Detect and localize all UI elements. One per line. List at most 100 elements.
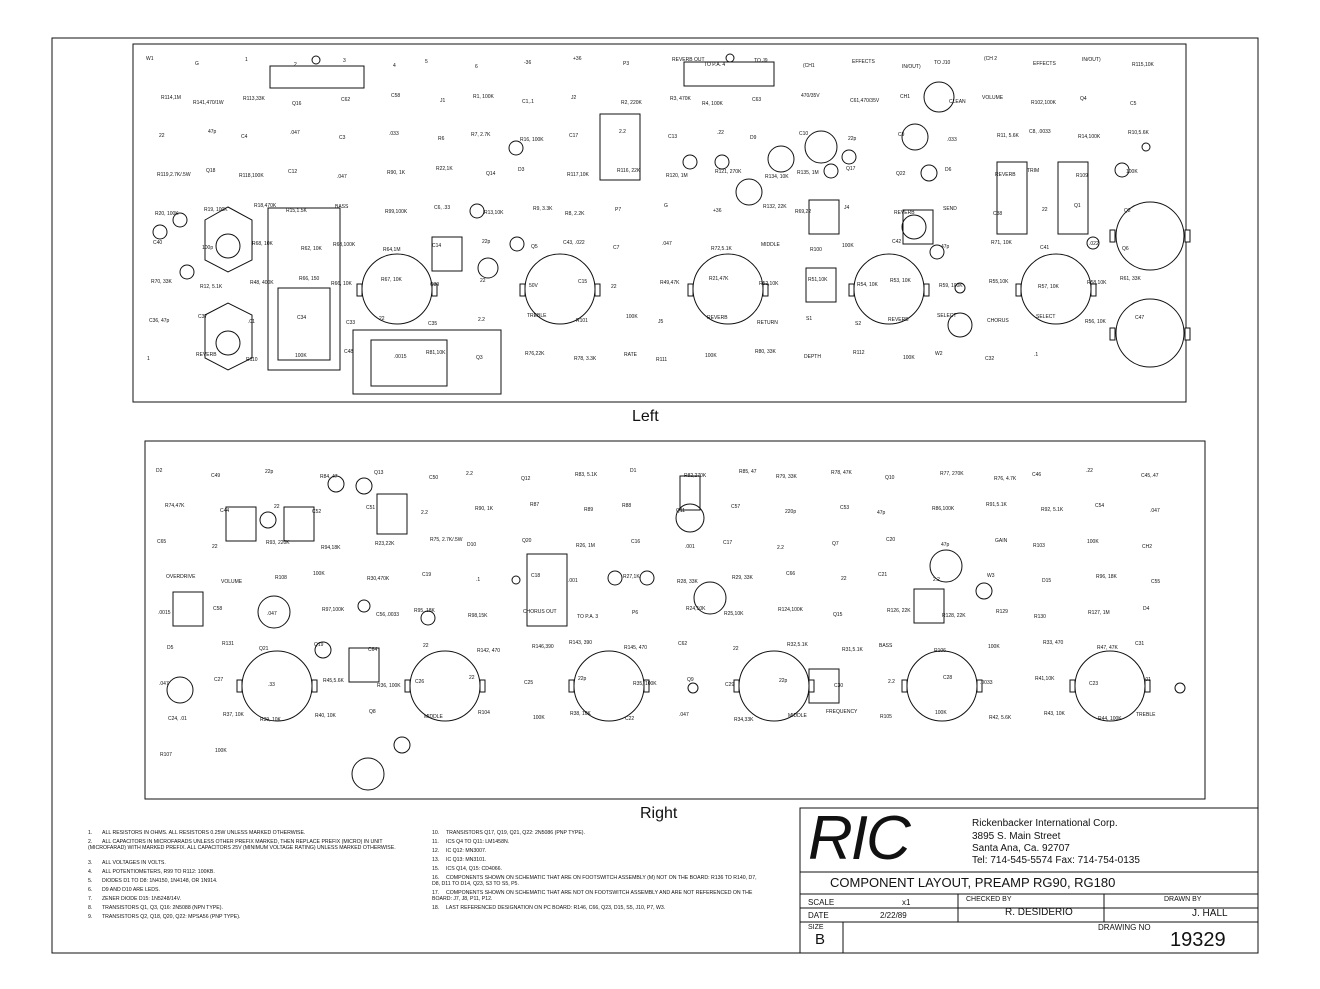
component-label: R101 (576, 318, 588, 324)
component-label: RATE (624, 352, 637, 358)
component-label: R64,1M (383, 247, 401, 253)
component-label: R53, 10K (890, 278, 911, 284)
component-label: D9 (750, 135, 757, 141)
component-label: .0015 (158, 610, 171, 616)
component-label: J1 (440, 98, 446, 104)
component-label: R30,470K (367, 576, 390, 582)
component-label: Q17 (846, 166, 856, 172)
component-label: C58 (391, 93, 401, 99)
component-label: R72,5.1K (711, 246, 732, 252)
component-label: 100K (903, 355, 915, 361)
component-label: IN/OUT) (902, 64, 921, 70)
component-label: C43, .022 (563, 240, 585, 246)
component-label: C25 (524, 680, 534, 686)
note-item: 2.ALL CAPACITORS IN MICROFARADS UNLESS O… (88, 839, 418, 851)
component-label: TO J9 (754, 58, 768, 64)
component-label: SELECT (1036, 314, 1056, 320)
component-label: J5 (658, 319, 664, 325)
component-label: W2 (935, 351, 943, 357)
component-label: J4 (844, 205, 850, 211)
component-label: R96, 18K (1096, 574, 1117, 580)
component-label: C61,470/35V (850, 98, 880, 104)
component-label: R81,10K (426, 350, 446, 356)
note-item: 9.TRANSISTORS Q2, Q18, Q20, Q22: MPSA56 … (88, 914, 418, 920)
component-label: R70, 33K (151, 279, 172, 285)
component-label: 4 (393, 63, 396, 69)
component-label: 22p (482, 239, 491, 245)
component-label: .047 (159, 681, 169, 687)
component-label: Q12 (521, 476, 531, 482)
component-label: R90, 1K (387, 170, 406, 176)
component-label: R8, 2.2K (565, 211, 585, 217)
component-label: C21 (878, 572, 888, 578)
note-item: 12.IC Q12: MN3007. (432, 848, 762, 854)
company-address-street: 3895 S. Main Street (972, 831, 1061, 842)
note-text: COMPONENTS SHOWN ON SCHEMATIC THAT ARE N… (432, 890, 753, 902)
component-label: 3 (343, 58, 346, 64)
right-board-components (166, 475, 1186, 791)
component-label: R107 (160, 752, 172, 758)
note-number: 18. (432, 905, 440, 911)
component-label: Q22 (896, 171, 906, 177)
component-label: R59, 100K (939, 283, 963, 289)
component-label: R142, 470 (477, 648, 501, 654)
component-label: R135, 1M (797, 170, 819, 176)
note-number: 16. (432, 875, 440, 881)
component-label: C42 (892, 239, 902, 245)
component-label: 100K (295, 353, 307, 359)
component-label: P7 (615, 207, 622, 213)
note-item: 15.ICS Q14, Q15: CD4066. (432, 866, 762, 872)
component-label: 2.2 (933, 577, 940, 583)
component-label: C55 (1151, 579, 1161, 585)
note-text: ALL POTENTIOMETERS, R99 TO R112: 100KB. (102, 869, 215, 875)
component-label: R69,22 (795, 209, 812, 215)
note-number: 17. (432, 890, 440, 896)
component-label: 2.2 (777, 545, 784, 551)
drawn-by-value: J. HALL (1192, 908, 1228, 919)
component-label: R38, 10K (570, 711, 591, 717)
component-label: REVERB (888, 317, 909, 323)
component-label: C54 (1095, 503, 1105, 509)
note-number: 7. (88, 896, 93, 902)
component-label: 22 (212, 544, 218, 550)
company-address-city: Santa Ana, Ca. 92707 (972, 843, 1070, 854)
note-number: 3. (88, 860, 93, 866)
component-label: 100K (215, 748, 227, 754)
component-label: C41 (1040, 245, 1050, 251)
component-label: 100K (1126, 169, 1138, 175)
note-number: 2. (88, 839, 93, 845)
component-label: C53 (840, 505, 850, 511)
component-label: .22 (717, 130, 724, 136)
component-label: 6 (475, 64, 478, 70)
component-label: Q11 (676, 508, 686, 514)
component-label: TREBLE (527, 313, 547, 319)
component-label: C46 (1032, 472, 1042, 478)
note-number: 11. (432, 839, 439, 845)
checked-by-value: R. DESIDERIO (1005, 907, 1073, 918)
note-item: 13.IC Q13: MN3101. (432, 857, 762, 863)
component-label: C57 (731, 504, 741, 510)
component-label: R128, 22K (942, 613, 966, 619)
component-label: C39 (430, 282, 440, 288)
component-label: R66, 150 (299, 276, 320, 282)
component-label: 220p (785, 509, 797, 515)
component-label: R24,10K (686, 606, 706, 612)
component-label: EFFECTS (1033, 61, 1056, 67)
component-label: C12 (288, 169, 298, 175)
component-label: R97,100K (322, 607, 345, 613)
component-label: R126, 22K (887, 608, 911, 614)
component-label: C18 (531, 573, 541, 579)
component-label: .1 (476, 577, 481, 583)
component-label: R102,100K (1031, 100, 1057, 106)
note-text: ICS Q14, Q15: CD4066. (446, 866, 502, 872)
component-label: 47p (877, 510, 886, 516)
component-label: REVERB OUT (672, 57, 705, 63)
component-label: CH2 (1142, 544, 1153, 550)
component-label: R33, 470 (1043, 640, 1064, 646)
component-label: R143, 390 (569, 640, 593, 646)
component-label: R121, 270K (715, 169, 742, 175)
component-label: .033 (389, 131, 399, 137)
component-label: R111 (656, 357, 668, 363)
component-label: 100p (202, 245, 214, 251)
component-label: R145, 470 (624, 645, 648, 651)
